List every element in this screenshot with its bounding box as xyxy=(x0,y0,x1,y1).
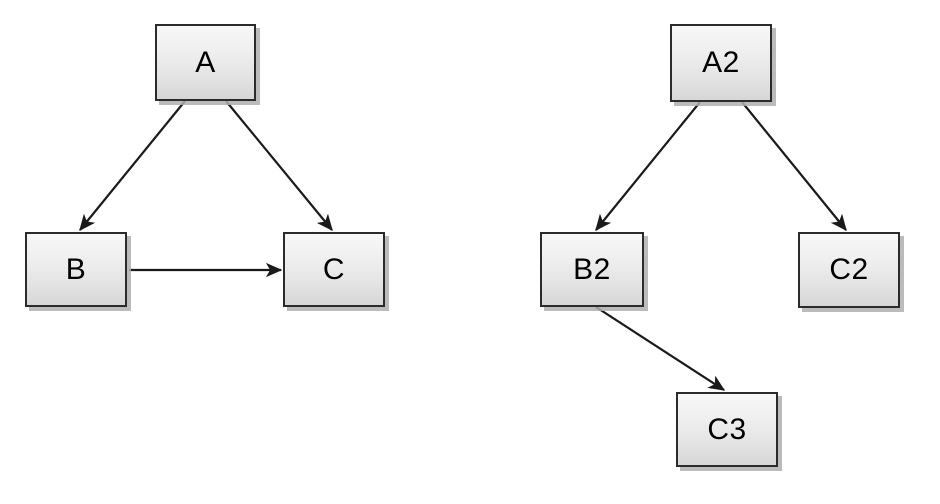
node-label-b: B xyxy=(65,252,87,286)
edge-a-to-b[interactable] xyxy=(79,100,186,232)
node-c2[interactable]: C2 xyxy=(798,232,900,308)
edge-a2-to-b2[interactable] xyxy=(595,101,701,232)
node-b2[interactable]: B2 xyxy=(540,232,644,307)
edge-a2-to-c2[interactable] xyxy=(741,101,847,232)
node-label-a2: A2 xyxy=(702,46,740,79)
node-b[interactable]: B xyxy=(25,232,127,307)
node-a[interactable]: A xyxy=(155,24,256,101)
node-label-c3: C3 xyxy=(707,412,747,446)
node-label-b2: B2 xyxy=(573,252,611,286)
node-c[interactable]: C xyxy=(283,232,385,307)
node-c3[interactable]: C3 xyxy=(676,392,778,467)
edge-a-to-c[interactable] xyxy=(225,100,333,232)
edge-b2-to-c3[interactable] xyxy=(595,306,726,391)
node-a2[interactable]: A2 xyxy=(670,24,772,102)
node-label-c: C xyxy=(322,252,346,286)
node-label-c2: C2 xyxy=(829,253,869,286)
node-label-a: A xyxy=(195,45,216,79)
